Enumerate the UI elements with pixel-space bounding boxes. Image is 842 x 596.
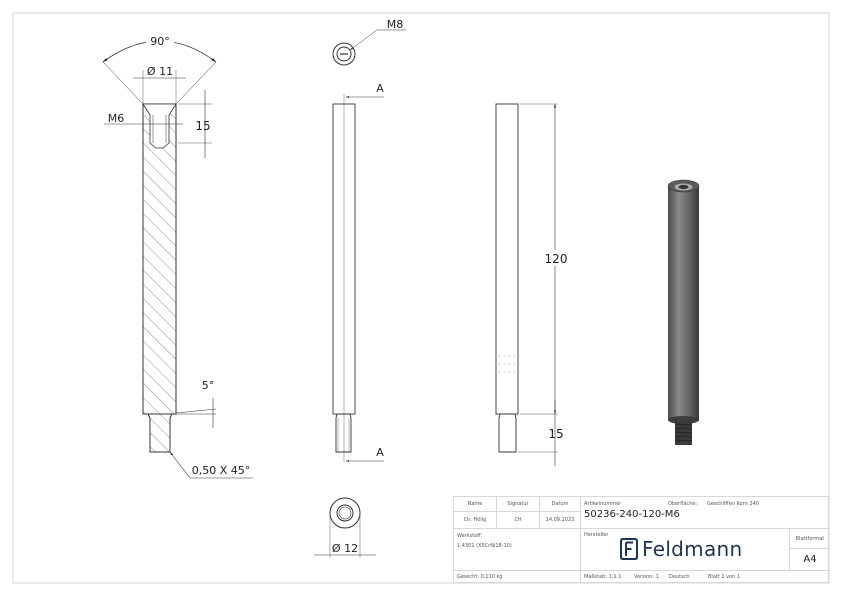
chamfer-label: 0,50 X 45° [192,464,251,477]
surface-value: Geschliffen Korn 240 [707,501,759,507]
surface-label: Oberfläche: [668,501,698,507]
format-value: A4 [790,549,830,571]
article-number: 50236-240-120-M6 [584,509,680,520]
taper-angle-label: 5° [202,379,215,392]
section-marker-top: A [376,82,384,95]
feldmann-f-icon [620,538,638,560]
material-value: 1.4301 (X5CrNi18-10) [457,543,512,549]
front-view: 120 15 [495,103,569,466]
date-header: Datum [540,497,581,512]
scale: Maßstab: 1:1.1 [584,574,622,580]
sheet-number: Blatt 1 von 1 [708,574,741,580]
angle-label: 90° [150,35,170,48]
version: Version: 1 [634,574,659,580]
feldmann-logo: Feldmann [619,537,742,561]
stud-length-label: 15 [548,427,563,441]
date-value: 14.09.2023 [540,512,581,529]
sheet-border [12,12,830,584]
bottom-dia-label: Ø 12 [332,542,358,555]
signature-header: Signatur [497,497,540,512]
article-cell: Artikelnummer 50236-240-120-M6 Oberfläch… [581,497,830,529]
section-marker-bottom: A [376,446,384,459]
name-value: Ch. Hölig [454,512,497,529]
name-header: Name [454,497,497,512]
language: Deutsch [669,574,690,580]
manufacturer-label: Hersteller [584,532,609,538]
counterbore-dia-label: Ø 11 [147,65,173,78]
weight: Gewicht: 0.110 kg [454,571,581,583]
logo-text: Feldmann [642,537,743,561]
material-cell: Werkstoff: 1.4301 (X5CrNi18-10) [454,529,581,571]
iso-render [667,179,700,445]
side-view: M8 A A Ø 12 [314,18,406,558]
section-view: 90° Ø 11 M6 15 5° 0,50 X 45° [102,34,253,479]
manufacturer-cell: Hersteller Feldmann [581,529,790,571]
title-block: Name Signatur Datum Ch. Hölig CH 14.09.2… [453,496,830,583]
meta-row: Maßstab: 1:1.1 Version: 1 Deutsch Blatt … [581,571,830,583]
thread-label: M6 [108,112,125,125]
material-label: Werkstoff: [457,533,483,539]
signature-value: CH [497,512,540,529]
top-thread-label: M8 [387,18,404,31]
format-label: Blattformat [790,529,830,549]
thread-depth-label: 15 [195,119,210,133]
article-label: Artikelnummer [584,501,622,507]
length-label: 120 [545,252,568,266]
